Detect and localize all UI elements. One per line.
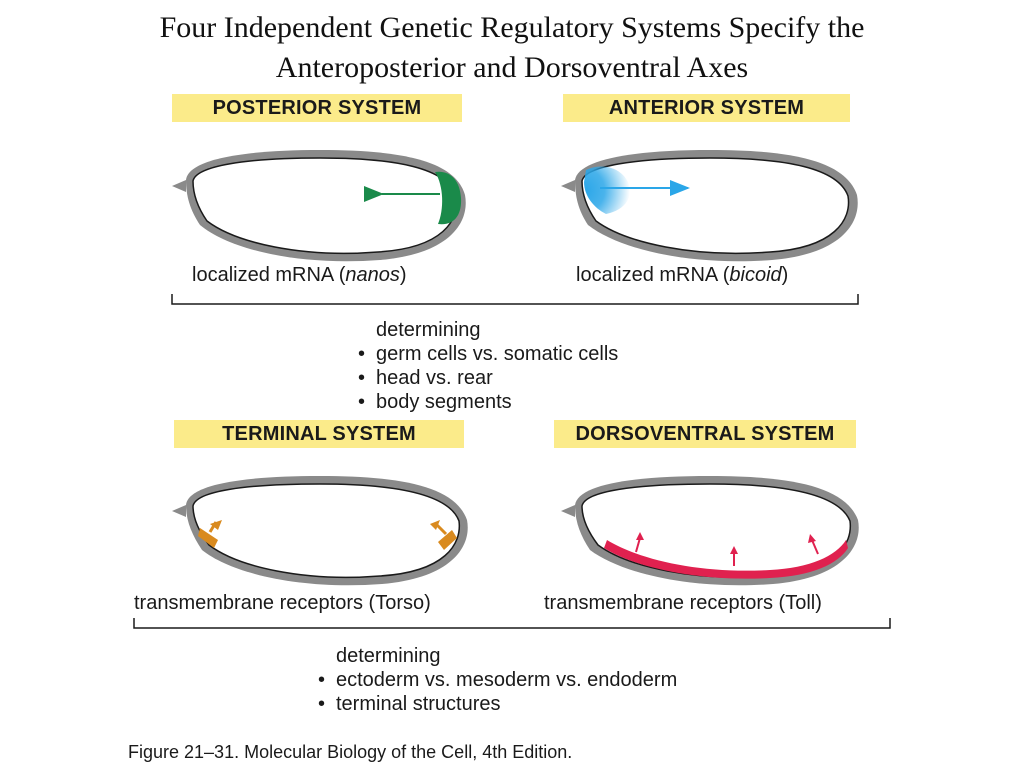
posterior-system-label: POSTERIOR SYSTEM <box>172 94 462 122</box>
top-determining-list: germ cells vs. somatic cells head vs. re… <box>356 342 618 414</box>
bicoid-localization <box>584 166 630 214</box>
anterior-embryo <box>561 150 858 262</box>
anterior-caption-suffix: ) <box>781 264 789 286</box>
anterior-system-label: ANTERIOR SYSTEM <box>563 94 850 122</box>
bottom-determining-heading: determining <box>336 645 441 667</box>
list-item: terminal structures <box>316 692 677 716</box>
anterior-caption-prefix: localized mRNA ( <box>576 264 730 286</box>
posterior-caption-gene: nanos <box>345 264 400 286</box>
top-bracket <box>171 294 859 305</box>
bottom-determining-list: ectoderm vs. mesoderm vs. endoderm termi… <box>316 668 677 716</box>
toll-arrow-1 <box>635 537 641 553</box>
slide-title: Four Independent Genetic Regulatory Syst… <box>0 8 1024 88</box>
nanos-localization <box>435 171 462 225</box>
posterior-embryo <box>172 150 466 262</box>
bottom-bracket <box>133 618 891 629</box>
torso-receptor-posterior <box>438 530 457 550</box>
terminal-caption: transmembrane receptors (Torso) <box>134 592 431 614</box>
top-determining-block: determining germ cells vs. somatic cells… <box>356 318 618 414</box>
terminal-system-label: TERMINAL SYSTEM <box>174 420 464 448</box>
torso-receptor-anterior <box>198 528 218 548</box>
figure-caption: Figure 21–31. Molecular Biology of the C… <box>128 742 573 762</box>
posterior-caption-suffix: ) <box>399 264 407 286</box>
top-determining-heading: determining <box>376 319 481 341</box>
posterior-caption: localized mRNA (nanos) <box>192 264 407 287</box>
posterior-caption-prefix: localized mRNA ( <box>192 264 346 286</box>
dorsoventral-system-label: DORSOVENTRAL SYSTEM <box>554 420 856 448</box>
toll-receptor-band <box>604 540 848 579</box>
anterior-caption: localized mRNA (bicoid) <box>576 264 788 287</box>
anterior-caption-gene: bicoid <box>729 264 782 286</box>
dorsoventral-caption: transmembrane receptors (Toll) <box>544 592 822 614</box>
slide-title-line-1: Four Independent Genetic Regulatory Syst… <box>159 11 865 44</box>
toll-arrow-3 <box>811 539 819 555</box>
slide-title-line-2: Anteroposterior and Dorsoventral Axes <box>275 51 749 84</box>
terminal-embryo <box>172 476 468 586</box>
bottom-determining-block: determining ectoderm vs. mesoderm vs. en… <box>316 644 677 716</box>
list-item: ectoderm vs. mesoderm vs. endoderm <box>316 668 677 692</box>
dorsoventral-embryo <box>561 476 859 586</box>
list-item: head vs. rear <box>356 366 618 390</box>
list-item: body segments <box>356 390 618 414</box>
list-item: germ cells vs. somatic cells <box>356 342 618 366</box>
